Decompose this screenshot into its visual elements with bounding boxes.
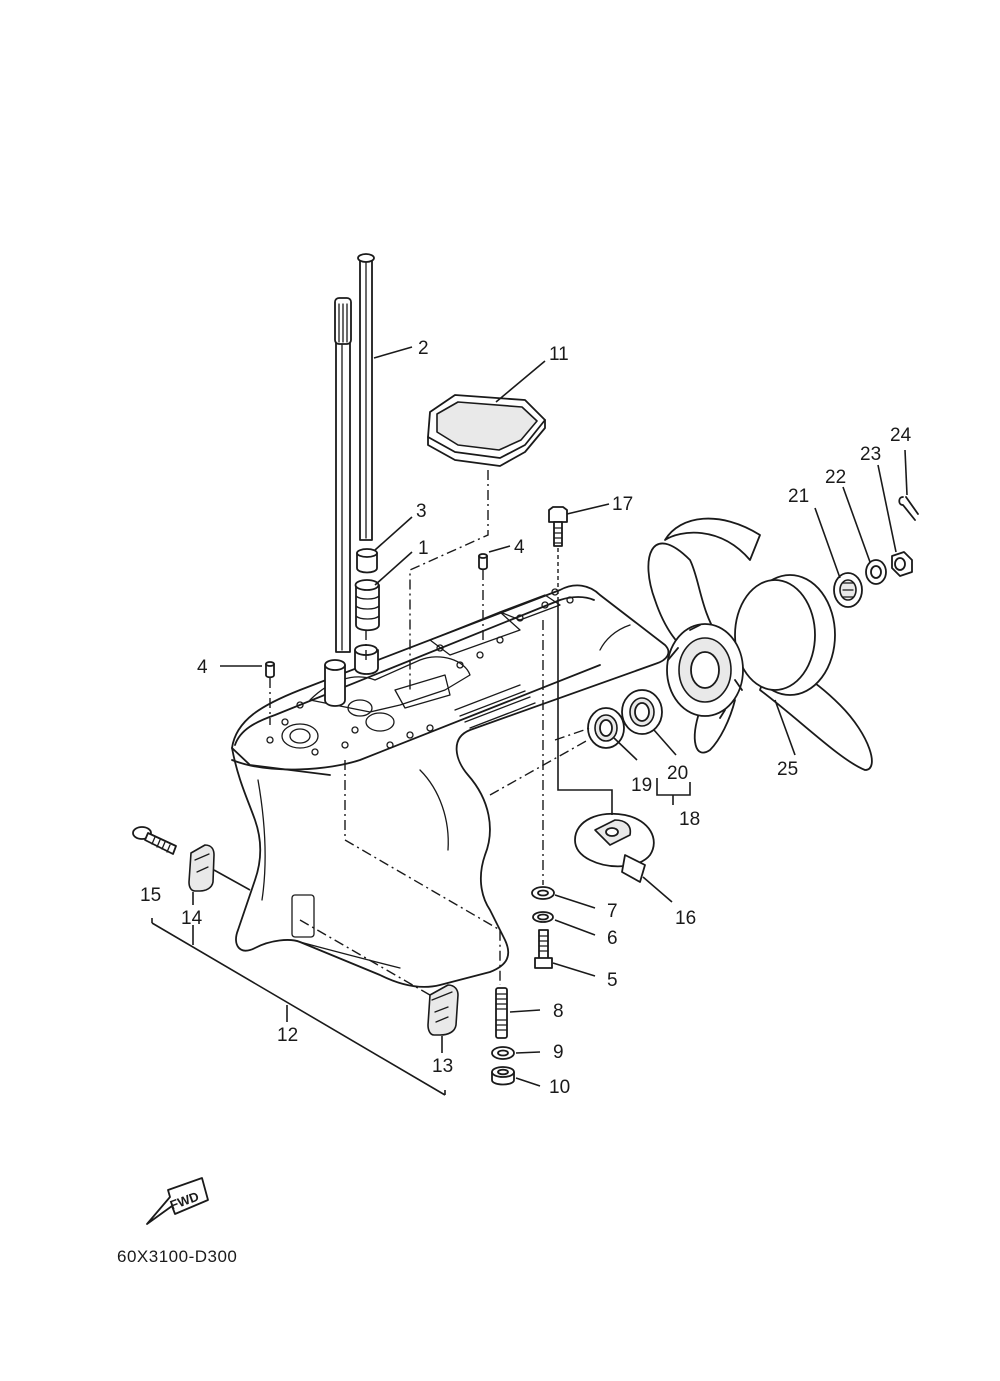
callout-20: 20 <box>667 763 688 784</box>
callout-6: 6 <box>607 928 618 949</box>
callout-8: 8 <box>553 1001 564 1022</box>
callout-21: 21 <box>788 486 809 507</box>
callout-22: 22 <box>825 467 846 488</box>
callout-11: 11 <box>549 344 569 365</box>
washer <box>491 1046 515 1060</box>
nut <box>491 1066 515 1086</box>
callout-10: 10 <box>549 1077 570 1098</box>
cotter-pin <box>898 496 919 521</box>
callout-labels: 1 2 3 4 4 5 6 7 8 9 10 11 12 13 14 15 16… <box>140 338 912 1098</box>
callout-5: 5 <box>607 970 618 991</box>
dowel-pin <box>265 661 275 679</box>
spacer <box>833 572 863 608</box>
seal-rubber <box>354 579 380 632</box>
callout-3: 3 <box>416 501 427 522</box>
spring-washer <box>532 911 554 923</box>
callout-23: 23 <box>860 444 881 465</box>
callout-1: 1 <box>418 538 429 559</box>
callout-4: 4 <box>514 537 525 558</box>
callout-13: 13 <box>432 1056 453 1077</box>
callout-12: 12 <box>277 1025 298 1046</box>
fwd-direction-arrow: FWD <box>146 1177 209 1225</box>
lower-casing <box>231 584 670 988</box>
washer <box>531 886 555 900</box>
grommet <box>356 548 378 574</box>
trim-tab <box>574 812 655 883</box>
assembly-lines <box>213 470 613 996</box>
water-tube <box>357 253 375 541</box>
callout-7: 7 <box>607 901 618 922</box>
bolt <box>132 826 177 855</box>
callout-19: 19 <box>631 775 652 796</box>
callout-14: 14 <box>181 908 203 929</box>
propeller <box>647 517 873 771</box>
callout-2: 2 <box>418 338 429 359</box>
callout-24: 24 <box>890 425 912 446</box>
nut <box>891 551 913 577</box>
callout-25: 25 <box>777 759 798 780</box>
callout-9: 9 <box>553 1042 564 1063</box>
stud-bolt <box>495 987 508 1039</box>
bolt <box>548 506 568 547</box>
washer <box>865 559 887 585</box>
drive-shaft <box>334 297 352 653</box>
callout-17: 17 <box>612 494 633 515</box>
callout-16: 16 <box>675 908 696 929</box>
callout-15: 15 <box>140 885 161 906</box>
bushing <box>621 689 663 735</box>
bolt <box>534 929 553 969</box>
leader-lines <box>151 346 908 1096</box>
dowel-pin <box>478 553 488 571</box>
callout-4: 4 <box>197 657 208 678</box>
callout-18: 18 <box>679 809 700 830</box>
gasket <box>427 394 546 467</box>
drawing-code: 60X3100-D300 <box>117 1247 237 1266</box>
anode <box>427 984 459 1036</box>
anode-cover <box>188 844 215 892</box>
